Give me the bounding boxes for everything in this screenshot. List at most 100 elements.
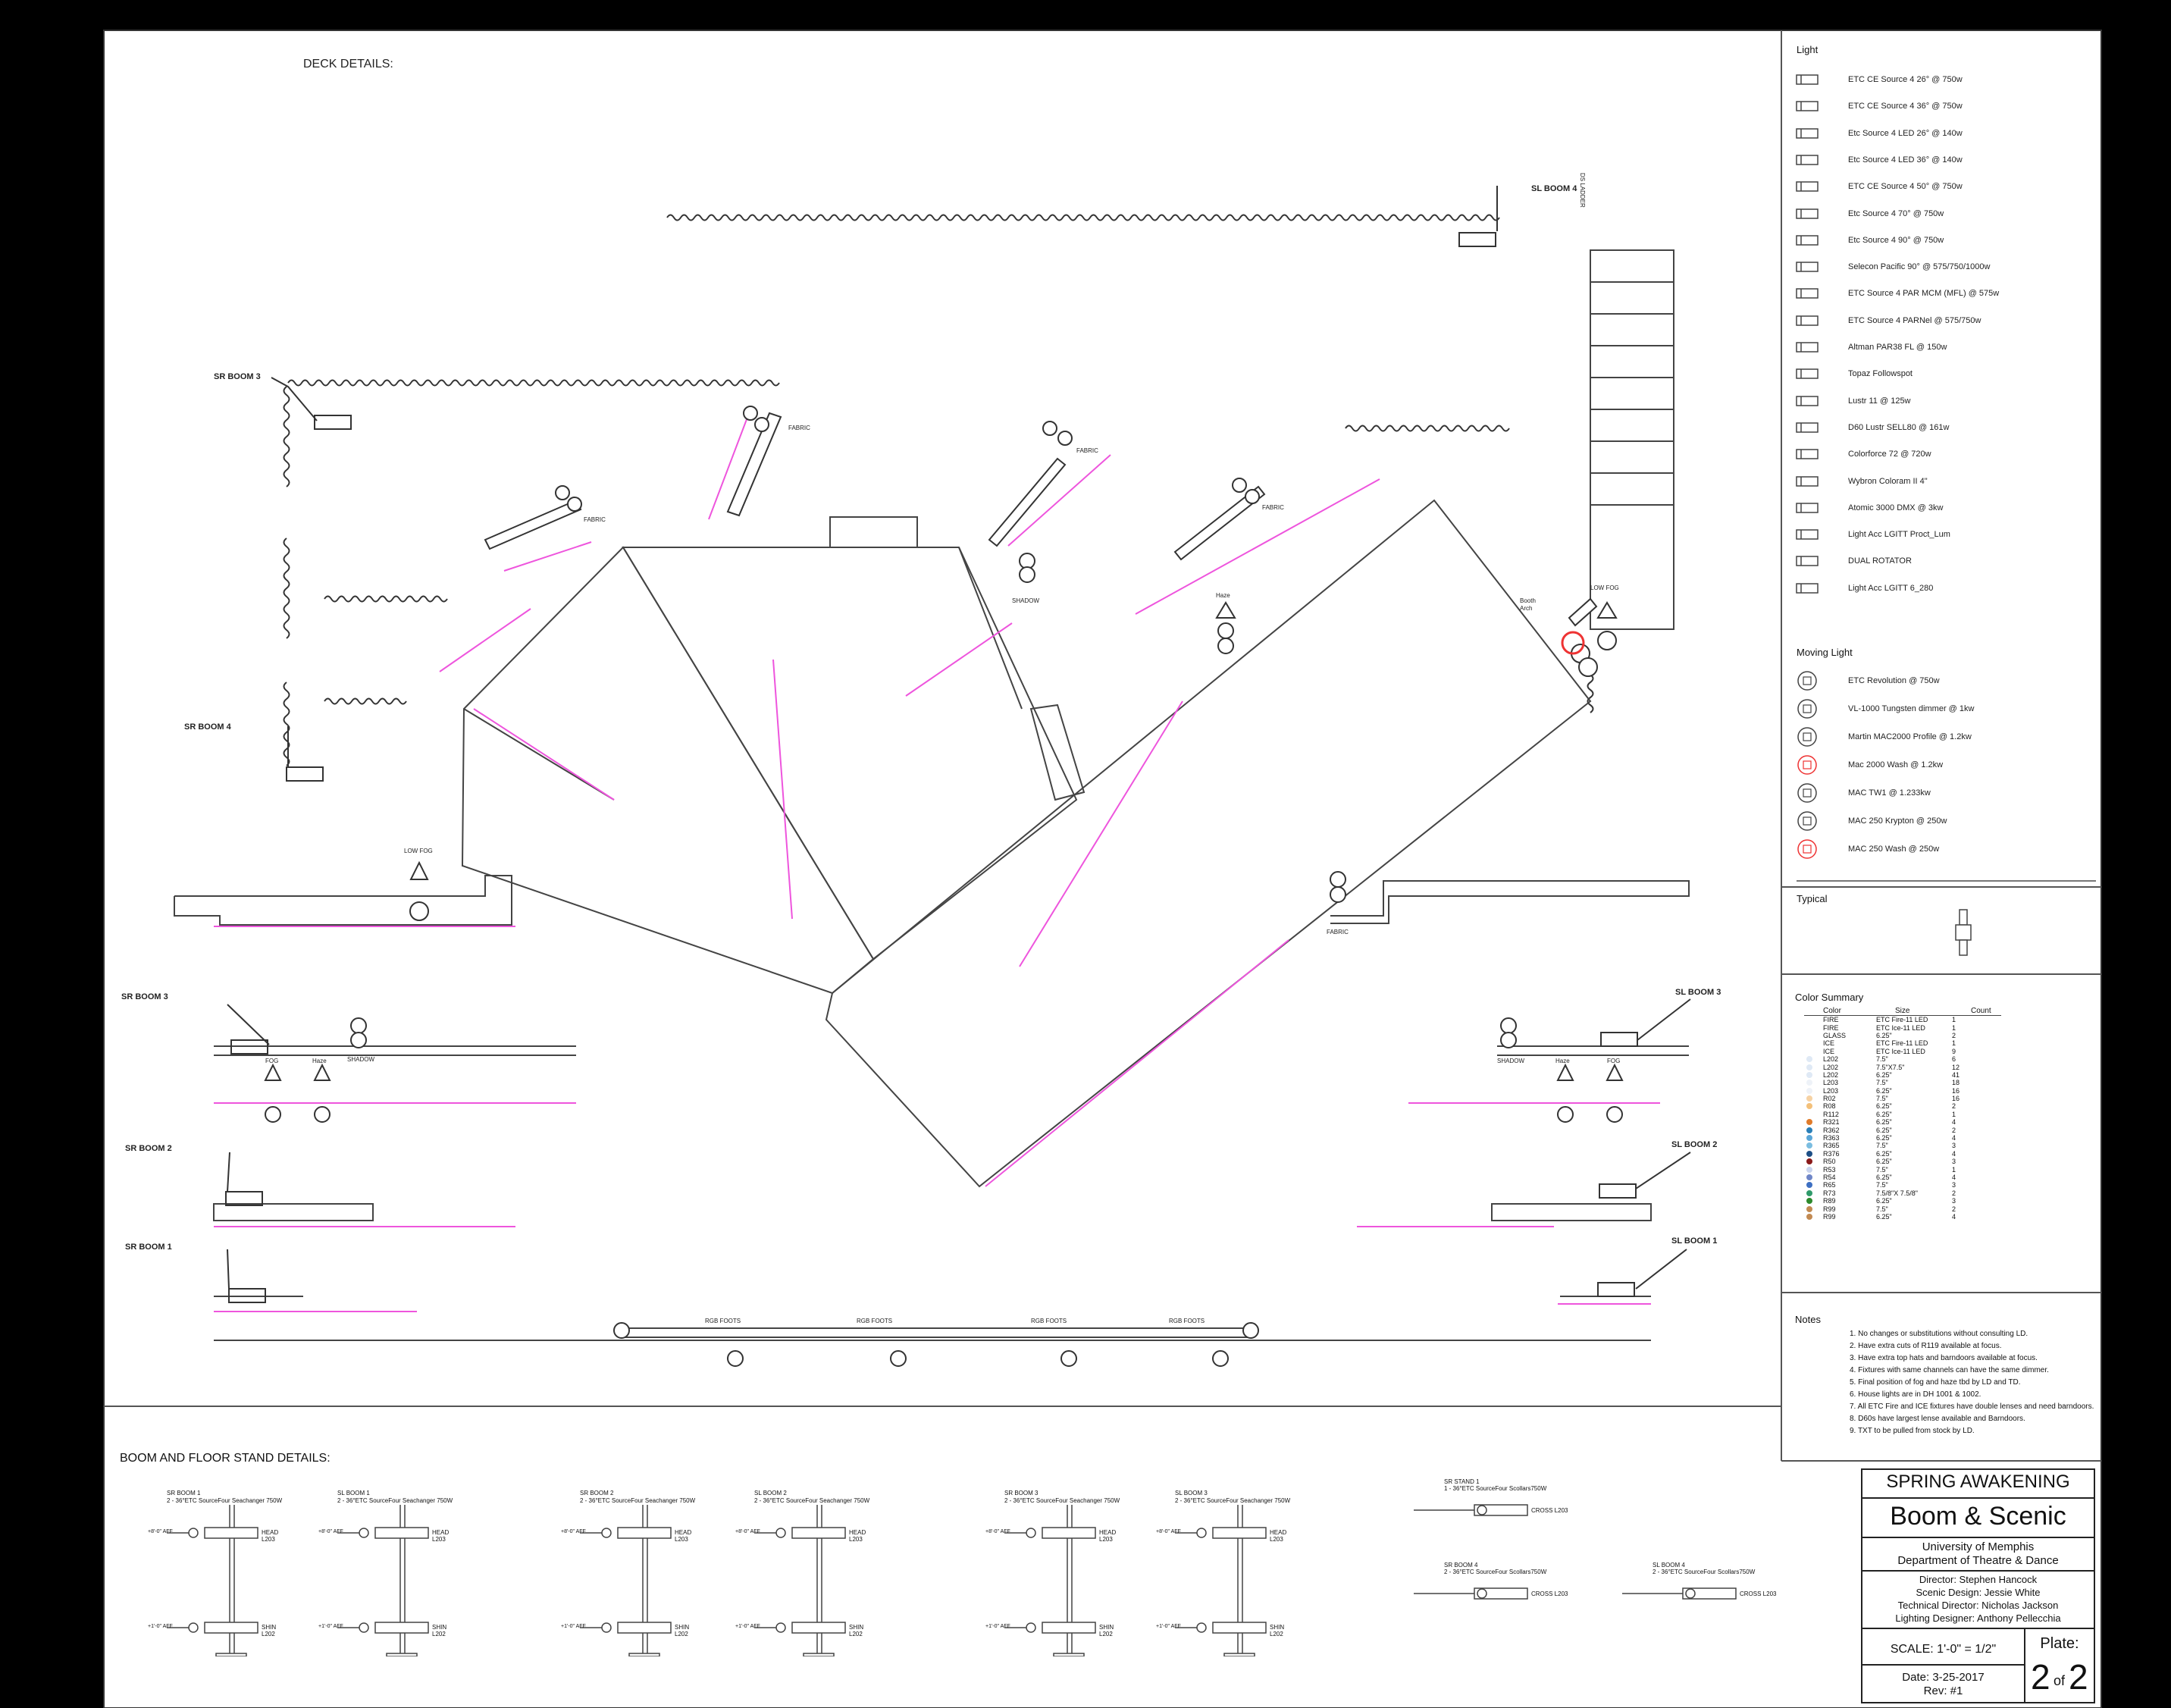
color-count: 4 [1952,1118,1956,1127]
color-name: L203 [1823,1079,1839,1087]
low-fog-label-1: LOW FOG [404,848,433,854]
deck-title: DECK DETAILS: [303,58,393,71]
title-block: SPRING AWAKENING Boom & Scenic Universit… [1861,1468,2095,1703]
plate-name: Boom & Scenic [1890,1502,2066,1531]
note-item: 8. D60s have largest lense available and… [1850,1415,2025,1423]
legend-light-item: DUAL ROTATOR [1783,550,1912,572]
color-name: ICE [1823,1047,1835,1055]
color-count: 2 [1952,1205,1956,1213]
legend-typical-title: Typical [1797,893,1828,904]
color-swatch [1806,1158,1812,1165]
color-swatch [1806,1198,1812,1205]
arch-label: Arch [1520,605,1532,612]
scale: SCALE: 1'-0" = 1/2" [1890,1643,1997,1656]
rgb-foots-label-3: RGB FOOTS [1031,1318,1067,1324]
color-count: 3 [1952,1142,1956,1150]
shadow-label-sl: SHADOW [1497,1058,1524,1064]
moving-light-symbol-icon [1797,671,1817,691]
color-size: ETC Ice-11 LED [1876,1023,1925,1032]
color-size: 7.5" [1876,1181,1888,1189]
color-size: 6.25" [1876,1212,1892,1221]
color-swatch [1806,1095,1812,1102]
color-name: L202 [1823,1055,1839,1064]
color-name: R376 [1823,1149,1840,1158]
legend-light-label: ETC Source 4 PARNel @ 575/750w [1848,315,1981,325]
boom-name: SL BOOM 2 [754,1490,787,1496]
legend-light-label: Light Acc LGITT 6_280 [1848,583,1934,593]
color-size: 6.25" [1876,1134,1892,1142]
color-name: R53 [1823,1165,1836,1174]
color-name: R112 [1823,1110,1839,1118]
plate-of: of [2054,1673,2066,1688]
color-size: 7.5" [1876,1165,1888,1174]
color-size: 7.5" [1876,1079,1888,1087]
color-swatch [1806,1189,1812,1196]
color-size: 6.25" [1876,1158,1892,1166]
legend-moving-title: Moving Light [1797,647,1853,658]
color-swatch [1806,1080,1812,1086]
fixture-symbol-icon [1796,342,1819,353]
boom-drawing [1175,1505,1267,1656]
rgb-foots-label-2: RGB FOOTS [857,1318,892,1324]
color-swatch [1806,1182,1812,1189]
color-count: 1 [1952,1016,1956,1024]
scenic-designer: Scenic Design: Jessie White [1916,1587,2041,1598]
curtain-lines [283,214,1594,766]
color-count: 1 [1952,1165,1956,1174]
legend-light-label: D60 Lustr SELL80 @ 161w [1848,422,1950,432]
legend-moving-item: Mac 2000 Wash @ 1.2kw [1783,754,1943,776]
low-fog-label-2: LOW FOG [1590,584,1619,591]
color-size: 6.25" [1876,1149,1892,1158]
color-name: L202 [1823,1063,1839,1071]
boom-top-label: HEAD [675,1529,692,1536]
legend-light-item: Lustr 11 @ 125w [1783,390,1911,412]
legend-light-label: Etc Source 4 LED 36° @ 140w [1848,155,1963,165]
shadow-label-sr: SHADOW [347,1056,374,1063]
color-name: R365 [1823,1142,1840,1150]
header-size: Size [1895,1007,1910,1015]
color-summary-row: R53 7.5" 1 [1804,1165,2001,1174]
typical-rule [1797,880,2096,882]
legend-moving-item: MAC TW1 @ 1.233kw [1783,782,1931,804]
boom-name: SR BOOM 1 [167,1490,201,1496]
notes-list: 1. No changes or substitutions without c… [1850,1328,2094,1437]
color-swatch [1806,1119,1812,1126]
legend-light-item: Altman PAR38 FL @ 150w [1783,336,1947,359]
ladder-label: DS LADDER [1579,173,1586,208]
legend-light-item: Topaz Followspot [1783,362,1913,385]
legend-light-label: Altman PAR38 FL @ 150w [1848,343,1947,352]
boom-markers [225,186,1691,1303]
boom-name: SL BOOM 3 [1175,1490,1208,1496]
legend-light-item: ETC CE Source 4 36° @ 750w [1783,95,1963,118]
boom-bottom-gel: L202 [432,1631,446,1637]
color-size: 7.5" [1876,1205,1888,1213]
legend-light-item: Atomic 3000 DMX @ 3kw [1783,497,1944,519]
boom-top-label: HEAD [1270,1529,1287,1536]
legend-light-item: Selecon Pacific 90° @ 575/750/1000w [1783,255,1990,278]
color-swatch [1806,1166,1812,1173]
boom-top-label: HEAD [1099,1529,1117,1536]
haze-label-sr: Haze [312,1058,327,1064]
color-name: L202 [1823,1070,1839,1079]
fabric-label-3: FABRIC [1076,447,1098,454]
header-count: Count [1971,1007,1991,1015]
color-count: 16 [1952,1095,1960,1103]
note-item: 2. Have extra cuts of R119 available at … [1850,1342,2002,1350]
fixture-symbol-icon [1796,529,1819,540]
department: Department of Theatre & Dance [1897,1554,2059,1567]
